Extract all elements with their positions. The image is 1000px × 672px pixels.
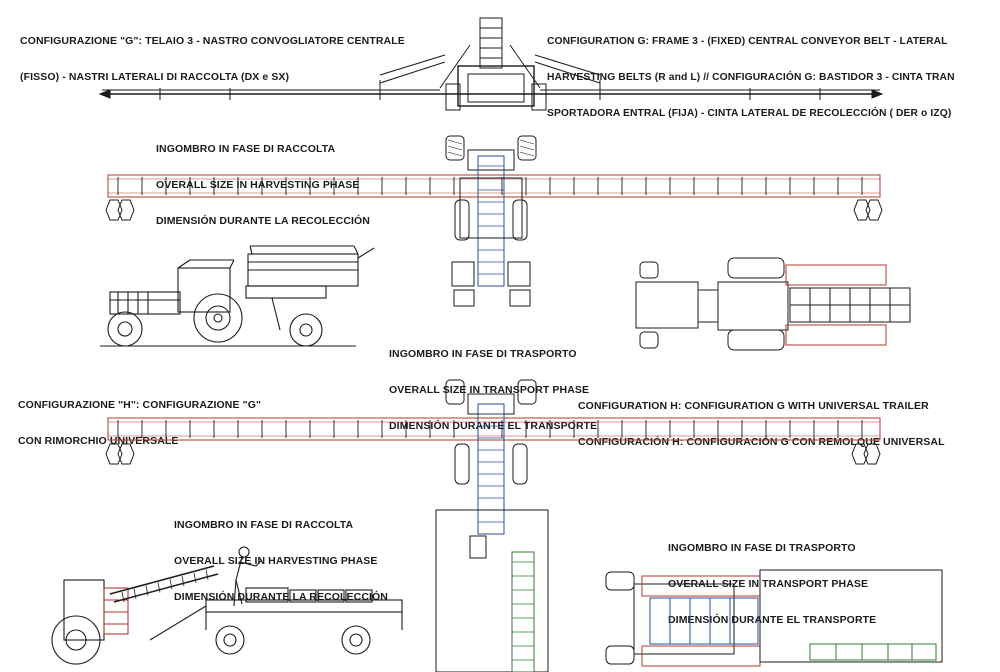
tractor-side-view-top: [100, 245, 375, 347]
harvest-size-top-it: INGOMBRO IN FASE DI RACCOLTA: [156, 143, 336, 155]
config-h-en-line1: CONFIGURATION H: CONFIGURATION G WITH UN…: [578, 400, 929, 412]
harvest-size-bottom-en: OVERALL SIZE IN HARVESTING PHASE: [174, 555, 378, 567]
harvest-size-top-en: OVERALL SIZE IN HARVESTING PHASE: [156, 179, 360, 191]
transport-size-label-top: INGOMBRO IN FASE DI TRASPORTO OVERALL SI…: [389, 324, 597, 444]
config-g-it-line2: (FISSO) - NASTRI LATERALI DI RACCOLTA (D…: [20, 71, 290, 83]
config-h-title-en-es: CONFIGURATION H: CONFIGURATION G WITH UN…: [578, 376, 945, 460]
tractor-side-view-bottom: [51, 546, 403, 665]
config-g-title-it: CONFIGURAZIONE "G": TELAIO 3 - NASTRO CO…: [20, 11, 405, 95]
harvest-belt-bottom: [105, 417, 881, 465]
transport-size-top-en: OVERALL SIZE IN TRANSPORT PHASE: [389, 384, 590, 396]
config-g-en-line2: HARVESTING BELTS (R and L) // CONFIGURAC…: [547, 72, 955, 83]
transport-plan-bottom: [605, 569, 943, 667]
harvest-size-label-top: INGOMBRO IN FASE DI RACCOLTA OVERALL SIZ…: [156, 119, 370, 239]
rear-view-machine: [98, 17, 884, 111]
config-g-title-en-es: CONFIGURATION G: FRAME 3 - (FIXED) CENTR…: [547, 12, 955, 132]
harvest-size-bottom-it: INGOMBRO IN FASE DI RACCOLTA: [174, 519, 354, 531]
config-g-it-line1: CONFIGURAZIONE "G": TELAIO 3 - NASTRO CO…: [20, 35, 405, 47]
transport-size-label-bottom: INGOMBRO IN FASE DI TRASPORTO OVERALL SI…: [668, 518, 876, 638]
config-h-it-line1: CONFIGURAZIONE "H": CONFIGURAZIONE "G": [18, 399, 262, 411]
config-g-en-line1: CONFIGURATION G: FRAME 3 - (FIXED) CENTR…: [547, 36, 948, 47]
harvest-size-top-es: DIMENSIÓN DURANTE LA RECOLECCIÓN: [156, 215, 370, 227]
transport-plan-top: [635, 257, 911, 351]
transport-size-bottom-es: DIMENSIÓN DURANTE EL TRANSPORTE: [668, 614, 877, 626]
config-g-en-line3: SPORTADORA ENTRAL (FIJA) - CINTA LATERAL…: [547, 108, 952, 119]
transport-size-top-es: DIMENSIÓN DURANTE EL TRANSPORTE: [389, 420, 598, 432]
harvest-belt-top: [105, 174, 883, 221]
transport-size-bottom-en: OVERALL SIZE IN TRANSPORT PHASE: [668, 578, 869, 590]
tractor-plan-bottom: [435, 379, 549, 672]
tractor-plan-top: [445, 135, 537, 307]
transport-size-bottom-it: INGOMBRO IN FASE DI TRASPORTO: [668, 542, 856, 554]
transport-size-top-it: INGOMBRO IN FASE DI TRASPORTO: [389, 348, 577, 360]
